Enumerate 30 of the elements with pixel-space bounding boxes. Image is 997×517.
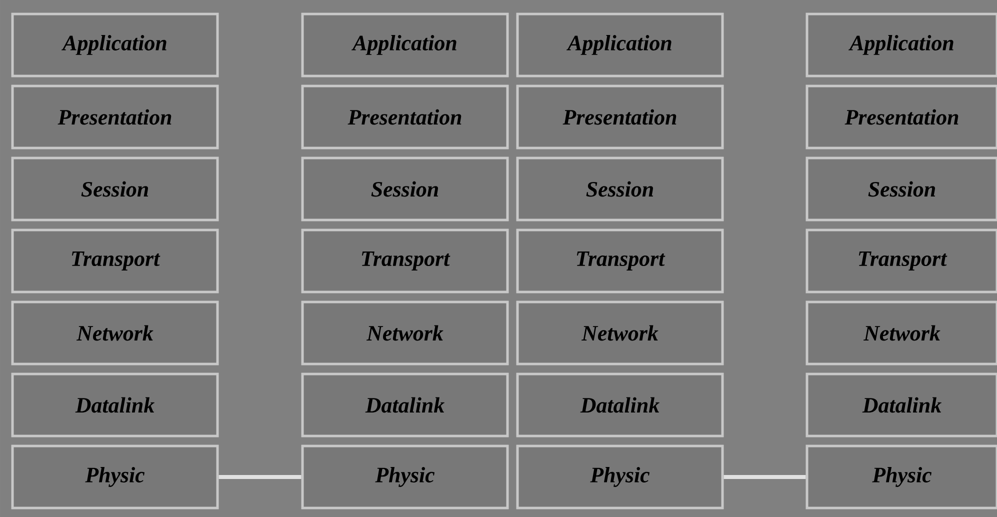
layer-box: Network <box>11 300 219 366</box>
layer-box: Network <box>301 300 509 366</box>
link-line <box>724 474 806 479</box>
layer-box: Transport <box>516 228 724 294</box>
layer-box: Application <box>516 12 724 78</box>
layer-box: Presentation <box>806 84 997 150</box>
layer-box: Application <box>11 12 219 78</box>
layer-box: Physic <box>11 444 219 510</box>
layer-box: Datalink <box>516 372 724 438</box>
layer-box: Session <box>11 156 219 222</box>
layer-box: Physic <box>516 444 724 510</box>
layer-box: Datalink <box>806 372 997 438</box>
layer-box: Presentation <box>301 84 509 150</box>
layer-box: Physic <box>301 444 509 510</box>
layer-box: Network <box>806 300 997 366</box>
layer-box: Application <box>806 12 997 78</box>
layer-box: Presentation <box>516 84 724 150</box>
layer-box: Session <box>516 156 724 222</box>
layer-box: Network <box>516 300 724 366</box>
layer-box: Transport <box>301 228 509 294</box>
layer-box: Transport <box>806 228 997 294</box>
layer-box: Session <box>301 156 509 222</box>
layer-box: Presentation <box>11 84 219 150</box>
layer-box: Datalink <box>11 372 219 438</box>
layer-box: Datalink <box>301 372 509 438</box>
layer-box: Session <box>806 156 997 222</box>
layer-box: Transport <box>11 228 219 294</box>
layer-box: Application <box>301 12 509 78</box>
link-line <box>218 474 302 479</box>
layer-box: Physic <box>806 444 997 510</box>
